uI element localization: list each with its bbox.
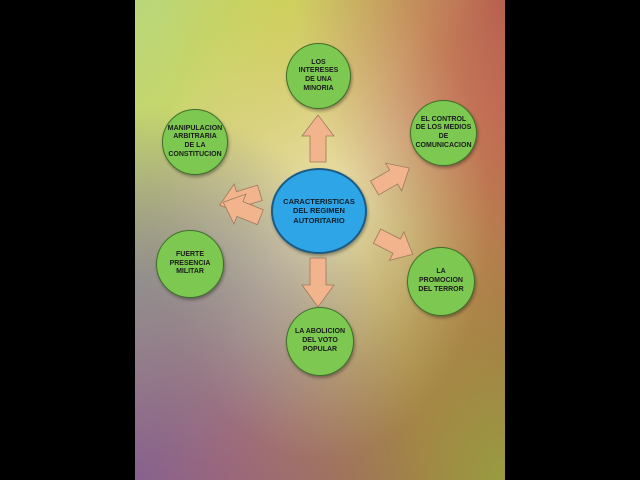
center-node-label: CARACTERISTICAS DEL REGIMEN AUTORITARIO (283, 196, 355, 225)
node-top-left: MANIPULACION ARBITRARIA DE LA CONSTITUCI… (162, 109, 228, 175)
node-left: FUERTE PRESENCIA MILITAR (156, 230, 224, 298)
arrow-down (301, 257, 335, 308)
center-node: CARACTERISTICAS DEL REGIMEN AUTORITARIO (271, 168, 367, 254)
arrow-lower-left (222, 193, 264, 226)
node-right: LA PROMOCION DEL TERROR (407, 247, 475, 316)
arrow-upper-right (370, 162, 410, 196)
node-top-label: LOS INTERESES DE UNA MINORIA (298, 58, 339, 92)
node-top: LOS INTERESES DE UNA MINORIA (286, 43, 351, 109)
node-right-label: LA PROMOCION DEL TERROR (418, 268, 464, 293)
node-top-right-label: EL CONTROL DE LOS MEDIOS DE COMUNICACION (415, 115, 472, 149)
node-top-right: EL CONTROL DE LOS MEDIOS DE COMUNICACION (410, 100, 477, 166)
node-bottom: LA ABOLICION DEL VOTO POPULAR (286, 307, 354, 376)
slide-background: CARACTERISTICAS DEL REGIMEN AUTORITARIO … (135, 0, 505, 480)
node-left-label: FUERTE PRESENCIA MILITAR (169, 250, 211, 276)
node-top-left-label: MANIPULACION ARBITRARIA DE LA CONSTITUCI… (167, 124, 223, 158)
arrow-lower-right (372, 228, 414, 262)
arrows-layer (219, 114, 414, 308)
node-bottom-label: LA ABOLICION DEL VOTO POPULAR (294, 328, 346, 353)
arrow-up (301, 114, 335, 163)
